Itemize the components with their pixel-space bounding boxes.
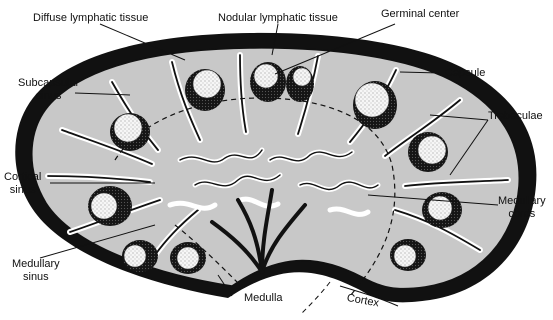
label-diffuse-lymphatic-tissue: Diffuse lymphatic tissue <box>33 12 148 25</box>
label-capsule: Capsule <box>445 67 485 80</box>
nodule-5 <box>110 113 150 151</box>
nodule-3 <box>286 66 314 102</box>
nodule-2 <box>250 62 286 102</box>
label-medullary-sinus: Medullary sinus <box>12 258 60 284</box>
cortex-dashed-lower <box>300 282 330 315</box>
label-cortical-sinus: Cortical sinus <box>4 171 41 197</box>
label-medulla: Medulla <box>244 292 283 305</box>
nodule-11 <box>390 239 426 271</box>
label-subcapsular-sinus: Subcapsular sinus <box>18 77 79 103</box>
nodule-9 <box>122 240 158 272</box>
label-nodular-lymphatic-tissue: Nodular lymphatic tissue <box>218 12 338 25</box>
label-medullary-cords: Medullary cords <box>498 195 546 221</box>
nodule-7 <box>88 186 132 226</box>
nodule-6 <box>408 132 448 172</box>
nodule-10 <box>170 242 206 274</box>
label-trabeculae: Trabeculae <box>488 110 543 123</box>
nodule-4 <box>353 81 397 129</box>
nodule-8 <box>422 192 462 228</box>
label-germinal-center: Germinal center <box>381 8 459 21</box>
nodule-1 <box>185 69 225 111</box>
